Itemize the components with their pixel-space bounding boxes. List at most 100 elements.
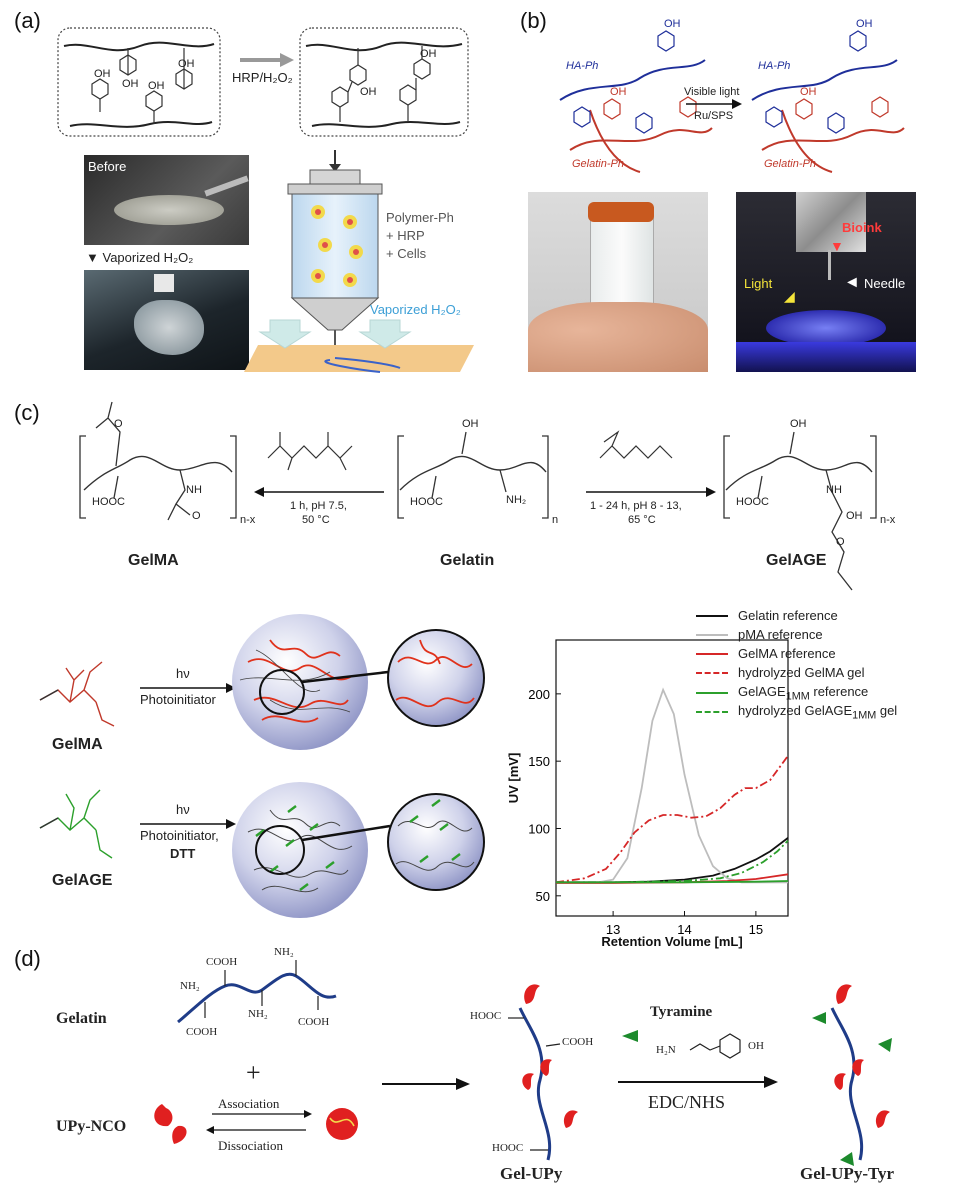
panel-b-reaction-bottom: Ru/SPS [694, 110, 734, 122]
printer-text-1: Polymer-Ph [386, 210, 454, 225]
d-cooh-4: COOH [562, 1036, 594, 1048]
d-gel-upy: Gel-UPy [500, 1164, 563, 1183]
panel-b-oh-3: OH [610, 86, 627, 98]
crosslink-schematic [39, 614, 485, 918]
printer-text-2: + HRP [386, 228, 425, 243]
d-dissociation: Dissociation [218, 1138, 283, 1153]
panel-b-scheme [559, 30, 905, 173]
x-tick-label-2: 15 [749, 922, 763, 937]
panel-a-oh-6: OH [360, 86, 377, 98]
panel-a-oh-3: OH [148, 80, 165, 92]
ha-ph-label-left: HA-Ph [566, 60, 599, 72]
d-h2n: H₂N [656, 1044, 676, 1056]
gelatin-sub: n [552, 514, 559, 526]
d-gel-upy-tyr: Gel-UPy-Tyr [800, 1164, 895, 1183]
photo-after-gel [84, 270, 249, 370]
gelage-oh: OH [790, 418, 807, 430]
gelage-nh: NH [826, 484, 842, 496]
panel-d-label: (d) [14, 946, 41, 971]
d-nh2-1: NH₂ [274, 946, 294, 958]
panel-b-reaction-top: Visible light [684, 86, 740, 98]
legend-label-4: GelAGE1MM reference [738, 684, 869, 703]
legend-swatch-2 [696, 652, 728, 655]
light-label: Light [744, 276, 773, 291]
legend-label-1: pMA reference [738, 627, 823, 642]
y-tick-label-3: 200 [528, 687, 550, 702]
d-hooc-1: HOOC [470, 1010, 502, 1022]
photoinitiator-label-1: Photoinitiator [140, 692, 216, 707]
gelma-o-1: O [114, 418, 123, 430]
gelatin-ph-label-right: Gelatin-Ph [764, 158, 816, 170]
legend-item-4: GelAGE1MM reference [696, 684, 868, 703]
series-line-3 [555, 755, 789, 884]
gelage-name: GelAGE [766, 552, 827, 569]
d-plus: + [246, 1058, 261, 1087]
needle-arrow-icon: ◄ [844, 274, 860, 291]
d-hooc-2: HOOC [492, 1142, 524, 1154]
gelatin-ph-label-left: Gelatin-Ph [572, 158, 624, 170]
printer-text-3: + Cells [386, 246, 427, 261]
gelatin-oh: OH [462, 418, 479, 430]
photo-printer: Bioink Light Needle ◄ ◢ ▼ [736, 192, 916, 372]
photo-before-label: Before [88, 159, 127, 174]
panel-a-oh-4: OH [178, 58, 195, 70]
d-upy-nco-label: UPy-NCO [56, 1118, 127, 1135]
gelage-hooc: HOOC [736, 496, 769, 508]
panel-b-oh-2: OH [856, 18, 873, 30]
panel-b-label: (b) [520, 8, 547, 33]
gelage-o: O [836, 536, 845, 548]
panel-a-oh-5: OH [420, 48, 437, 60]
bioink-label: Bioink [842, 220, 882, 235]
gelatin-name: Gelatin [440, 552, 495, 569]
legend-item-2: GelMA reference [696, 646, 836, 661]
d-nh2-3: NH₂ [248, 1008, 268, 1020]
photo-vial [528, 192, 708, 372]
hv-label-2: hν [176, 802, 190, 817]
photoinitiator-label-2: Photoinitiator, [140, 828, 219, 843]
vapor-arrow-text: Vaporized H₂O₂ [102, 250, 194, 265]
panel-a-label: (a) [14, 8, 41, 33]
panel-a-oh-1: OH [94, 68, 111, 80]
dtt-label: DTT [170, 846, 196, 861]
chart-frame [555, 639, 789, 917]
d-nh2-2: NH₂ [180, 980, 200, 992]
gelma-label: GelMA [52, 736, 103, 753]
panel-b-oh-4: OH [800, 86, 817, 98]
gelage-sub: n-x [880, 514, 896, 526]
chart-ylabel: UV [mV] [506, 753, 521, 804]
bioink-arrow-icon: ▼ [830, 238, 844, 254]
series-line-5 [556, 839, 789, 884]
down-arrow-icon: ▼ [86, 250, 99, 265]
panel-a-scheme [57, 27, 469, 137]
gelma-o-2: O [192, 510, 201, 522]
legend-swatch-5 [696, 711, 728, 714]
cond-right-2: 65 °C [628, 514, 656, 526]
needle-label: Needle [864, 276, 906, 291]
panel-c-reaction-scheme [79, 401, 877, 591]
legend-label-3: hydrolyzed GelMA gel [738, 665, 865, 680]
legend-label-2: GelMA reference [738, 646, 836, 661]
legend-swatch-0 [696, 614, 728, 617]
cond-right-1: 1 - 24 h, pH 8 - 13, [590, 500, 682, 512]
light-arrow-icon: ◢ [784, 288, 795, 304]
chart-xlabel: Retention Volume [mL] [601, 934, 742, 949]
legend-item-5: hydrolyzed GelAGE1MM gel [696, 703, 897, 722]
ha-ph-label-right: HA-Ph [758, 60, 791, 72]
cond-left-1: 1 h, pH 7.5, [290, 500, 347, 512]
d-tyramine: Tyramine [650, 1004, 713, 1020]
panel-b-oh-1: OH [664, 18, 681, 30]
panel-a-reaction: HRP/H₂O₂ [232, 70, 293, 85]
gelatin-hooc: HOOC [410, 496, 443, 508]
d-gelatin-label: Gelatin [56, 1010, 107, 1027]
legend-item-3: hydrolyzed GelMA gel [696, 665, 864, 680]
y-tick-label-2: 150 [528, 754, 550, 769]
legend-swatch-4 [696, 692, 728, 695]
printer-vapor-label: Vaporized H₂O₂ [370, 302, 461, 317]
legend-swatch-3 [696, 671, 728, 674]
photo-before-gel: Before [84, 155, 249, 245]
y-tick-label-1: 100 [528, 821, 550, 836]
x-tick-label-0: 13 [606, 922, 620, 937]
legend-item-1: pMA reference [696, 627, 823, 642]
panel-a-oh-2: OH [122, 78, 139, 90]
